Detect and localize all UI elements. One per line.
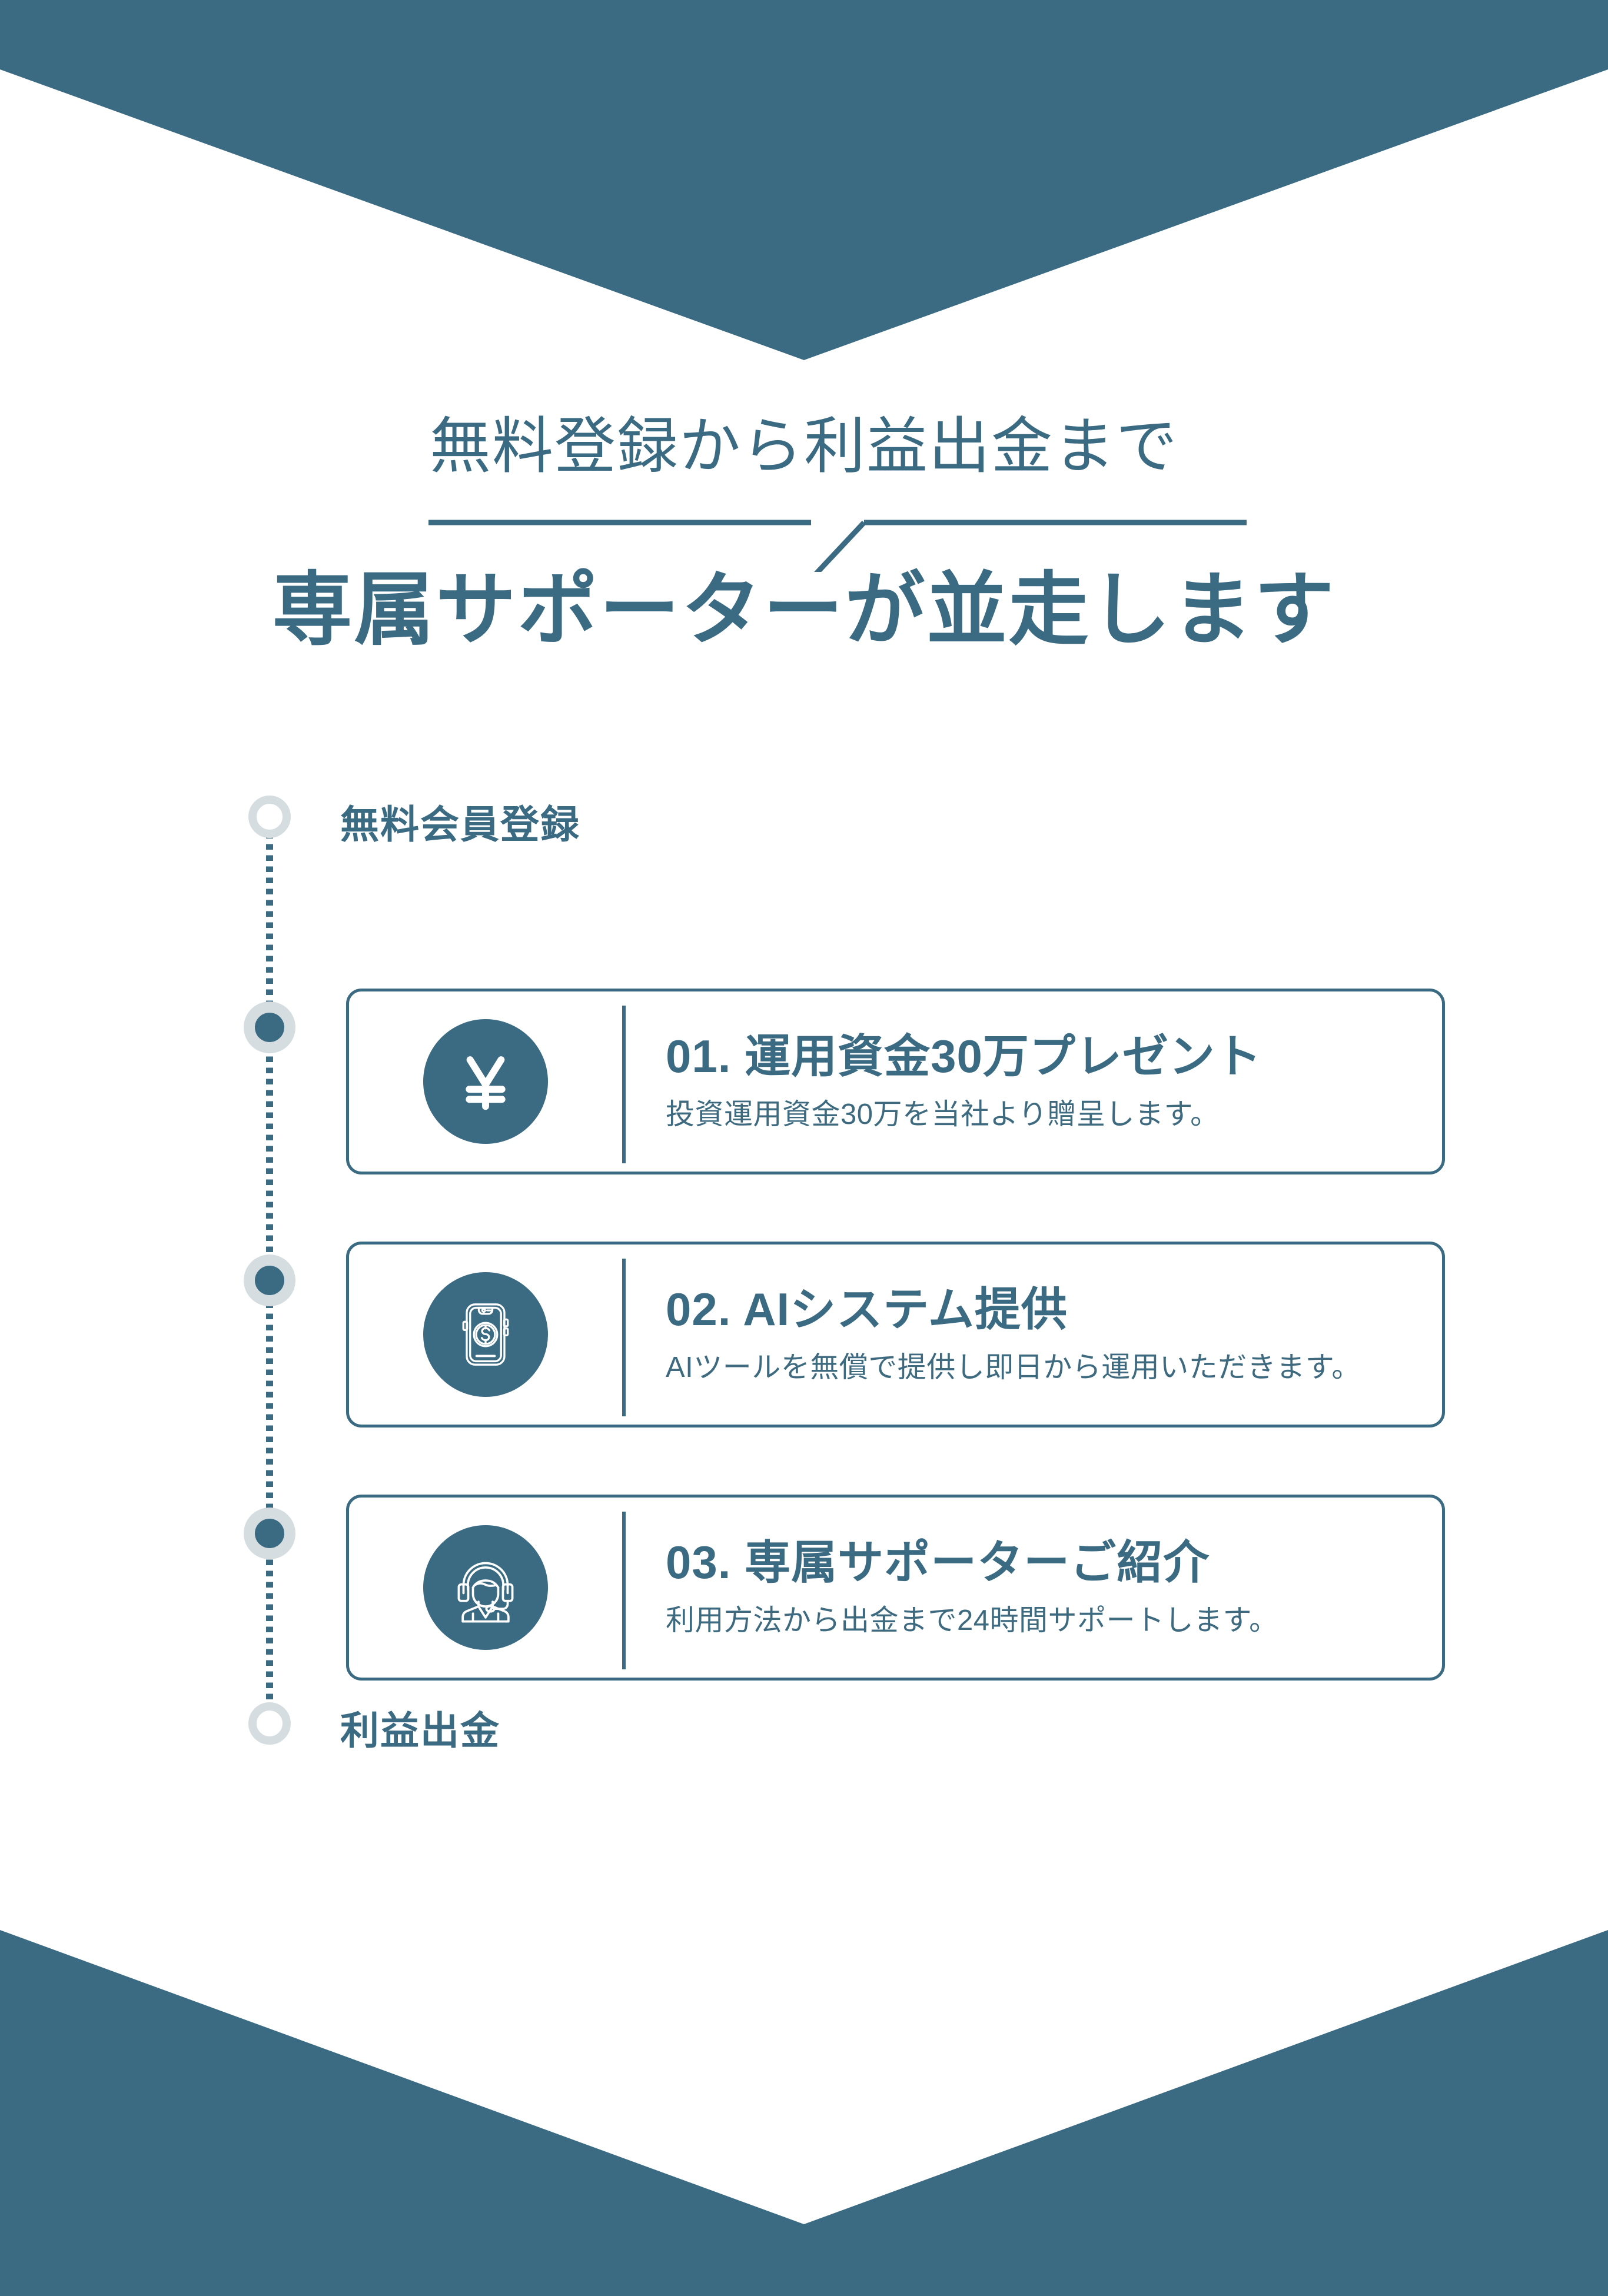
step-card-1-description: 投資運用資金30万を当社より贈呈します。 (666, 1098, 1220, 1130)
timeline-end-marker (248, 1702, 291, 1745)
step-card-3-divider (622, 1512, 626, 1669)
step-card-3-text: 03. 専属サポーターご紹介 利用方法から出金まで24時間サポートします。 (626, 1498, 1442, 1678)
heading-divider (0, 495, 1608, 572)
heading-block: 無料登録から利益出金まで 専属サポーターが並走します (0, 412, 1608, 655)
step-card-2-title: 02. AIシステム提供 (666, 1283, 1068, 1335)
step-card-2-icon-area (349, 1245, 622, 1425)
smartphone-dollar-icon (423, 1272, 548, 1397)
step-card-3-description: 利用方法から出金まで24時間サポートします。 (666, 1604, 1278, 1636)
footer-chevron-decoration (0, 1930, 1608, 2296)
step-card-1-icon-area (349, 991, 622, 1172)
step-card-3-icon-area (349, 1498, 622, 1678)
step-card-1-title: 01. 運用資金30万プレゼント (666, 1030, 1262, 1082)
timeline-start-marker (248, 796, 291, 838)
step-card-2-text: 02. AIシステム提供 AIツールを無償で提供し即日から運用いただきます。 (626, 1245, 1442, 1425)
header-chevron-decoration (0, 0, 1608, 360)
step-card-2-divider (622, 1259, 626, 1416)
headset-support-icon (423, 1525, 548, 1650)
timeline: 無料会員登録 01. 運用資金30万プレゼント 投資運用資金30 (0, 788, 1608, 1936)
step-card-2[interactable]: 02. AIシステム提供 AIツールを無償で提供し即日から運用いただきます。 (346, 1242, 1445, 1427)
timeline-start-label: 無料会員登録 (340, 803, 580, 846)
subheading: 無料登録から利益出金まで (429, 412, 1178, 481)
timeline-step-marker-1 (244, 1001, 295, 1053)
step-card-3[interactable]: 03. 専属サポーターご紹介 利用方法から出金まで24時間サポートします。 (346, 1495, 1445, 1681)
step-card-2-description: AIツールを無償で提供し即日から運用いただきます。 (666, 1351, 1361, 1383)
step-card-3-title: 03. 専属サポーターご紹介 (666, 1536, 1210, 1588)
timeline-step-marker-2 (244, 1255, 295, 1306)
yen-coin-icon (423, 1019, 548, 1144)
step-card-1[interactable]: 01. 運用資金30万プレゼント 投資運用資金30万を当社より贈呈します。 (346, 989, 1445, 1174)
step-card-1-divider (622, 1006, 626, 1163)
timeline-end-label: 利益出金 (340, 1709, 500, 1752)
main-heading: 専属サポーターが並走します (272, 564, 1336, 654)
timeline-step-marker-3 (244, 1508, 295, 1559)
step-card-1-text: 01. 運用資金30万プレゼント 投資運用資金30万を当社より贈呈します。 (626, 991, 1442, 1172)
